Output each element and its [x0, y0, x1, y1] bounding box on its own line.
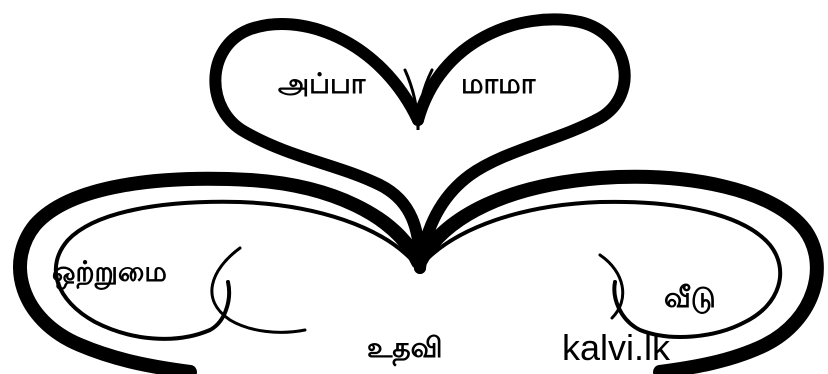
watermark-text: kalvi.lk: [562, 330, 670, 366]
right-loop-inner: [428, 202, 780, 337]
word-mama: மாமா: [461, 70, 535, 98]
word-udhavi: உதவி: [367, 334, 443, 362]
right-lower-flourish: [600, 255, 623, 318]
word-appa: அப்பா: [278, 70, 365, 98]
word-otrumai: ஒற்றுமை: [52, 258, 167, 286]
word-veedu: வீடு: [664, 284, 716, 312]
left-lower-flourish: [212, 248, 305, 332]
